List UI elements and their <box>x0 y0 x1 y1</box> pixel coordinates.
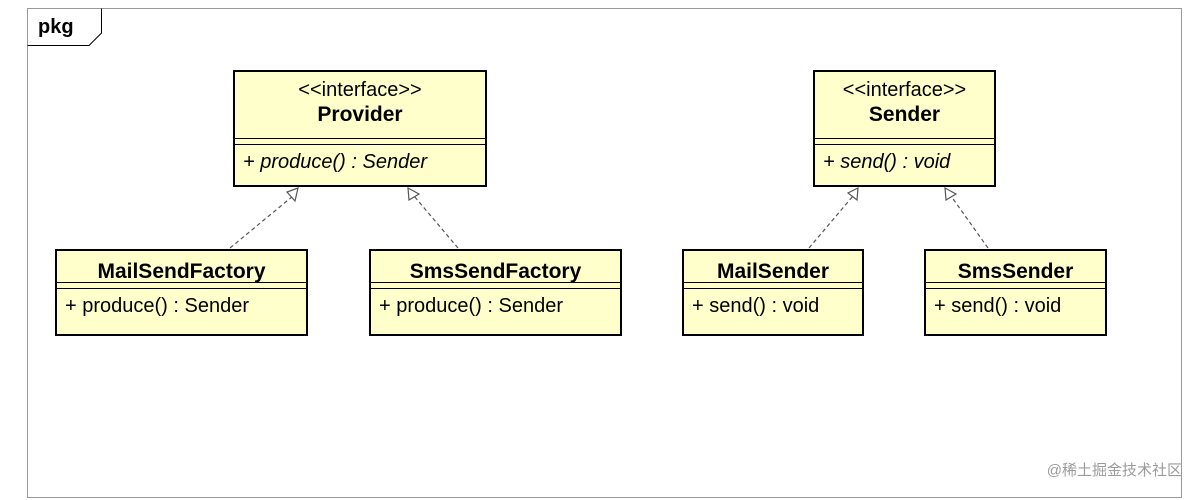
package-label: pkg <box>38 16 74 38</box>
class-mail-sender[interactable]: MailSender + send() : void <box>682 249 864 336</box>
stereotype-label: <<interface>> <box>298 79 422 101</box>
class-provider[interactable]: <<interface>> Provider + produce() : Sen… <box>233 70 487 187</box>
class-mail-send-factory[interactable]: MailSendFactory + produce() : Sender <box>55 249 308 336</box>
watermark: @稀土掘金技术社区 <box>1046 462 1182 479</box>
attributes-compartment <box>815 139 994 145</box>
operation: + send() : void <box>823 151 951 173</box>
class-name: MailSendFactory <box>97 260 266 283</box>
package-tab <box>27 8 102 46</box>
operation: + produce() : Sender <box>379 295 563 317</box>
stereotype-label: <<interface>> <box>842 79 967 101</box>
attributes-compartment <box>235 139 485 145</box>
attributes-compartment <box>926 283 1105 289</box>
realization-smssendfactory-provider <box>407 186 459 249</box>
operation: + produce() : Sender <box>65 295 249 317</box>
realization-mailsender-sender <box>808 186 859 249</box>
class-name: MailSender <box>716 260 830 283</box>
attributes-compartment <box>371 283 620 289</box>
class-name: SmsSender <box>957 260 1074 283</box>
operation: + send() : void <box>692 295 820 317</box>
attributes-compartment <box>57 283 306 289</box>
realization-smssender-sender <box>944 186 989 249</box>
realization-mailsendfactory-provider <box>229 187 299 249</box>
operation: + send() : void <box>934 295 1062 317</box>
attributes-compartment <box>684 283 862 289</box>
class-name: SmsSendFactory <box>409 260 582 283</box>
class-sms-sender[interactable]: SmsSender + send() : void <box>924 249 1107 336</box>
class-sender[interactable]: <<interface>> Sender + send() : void <box>813 70 996 187</box>
class-name: Provider <box>317 103 403 126</box>
class-sms-send-factory[interactable]: SmsSendFactory + produce() : Sender <box>369 249 622 336</box>
class-name: Sender <box>868 103 941 126</box>
operation: + produce() : Sender <box>243 151 427 173</box>
